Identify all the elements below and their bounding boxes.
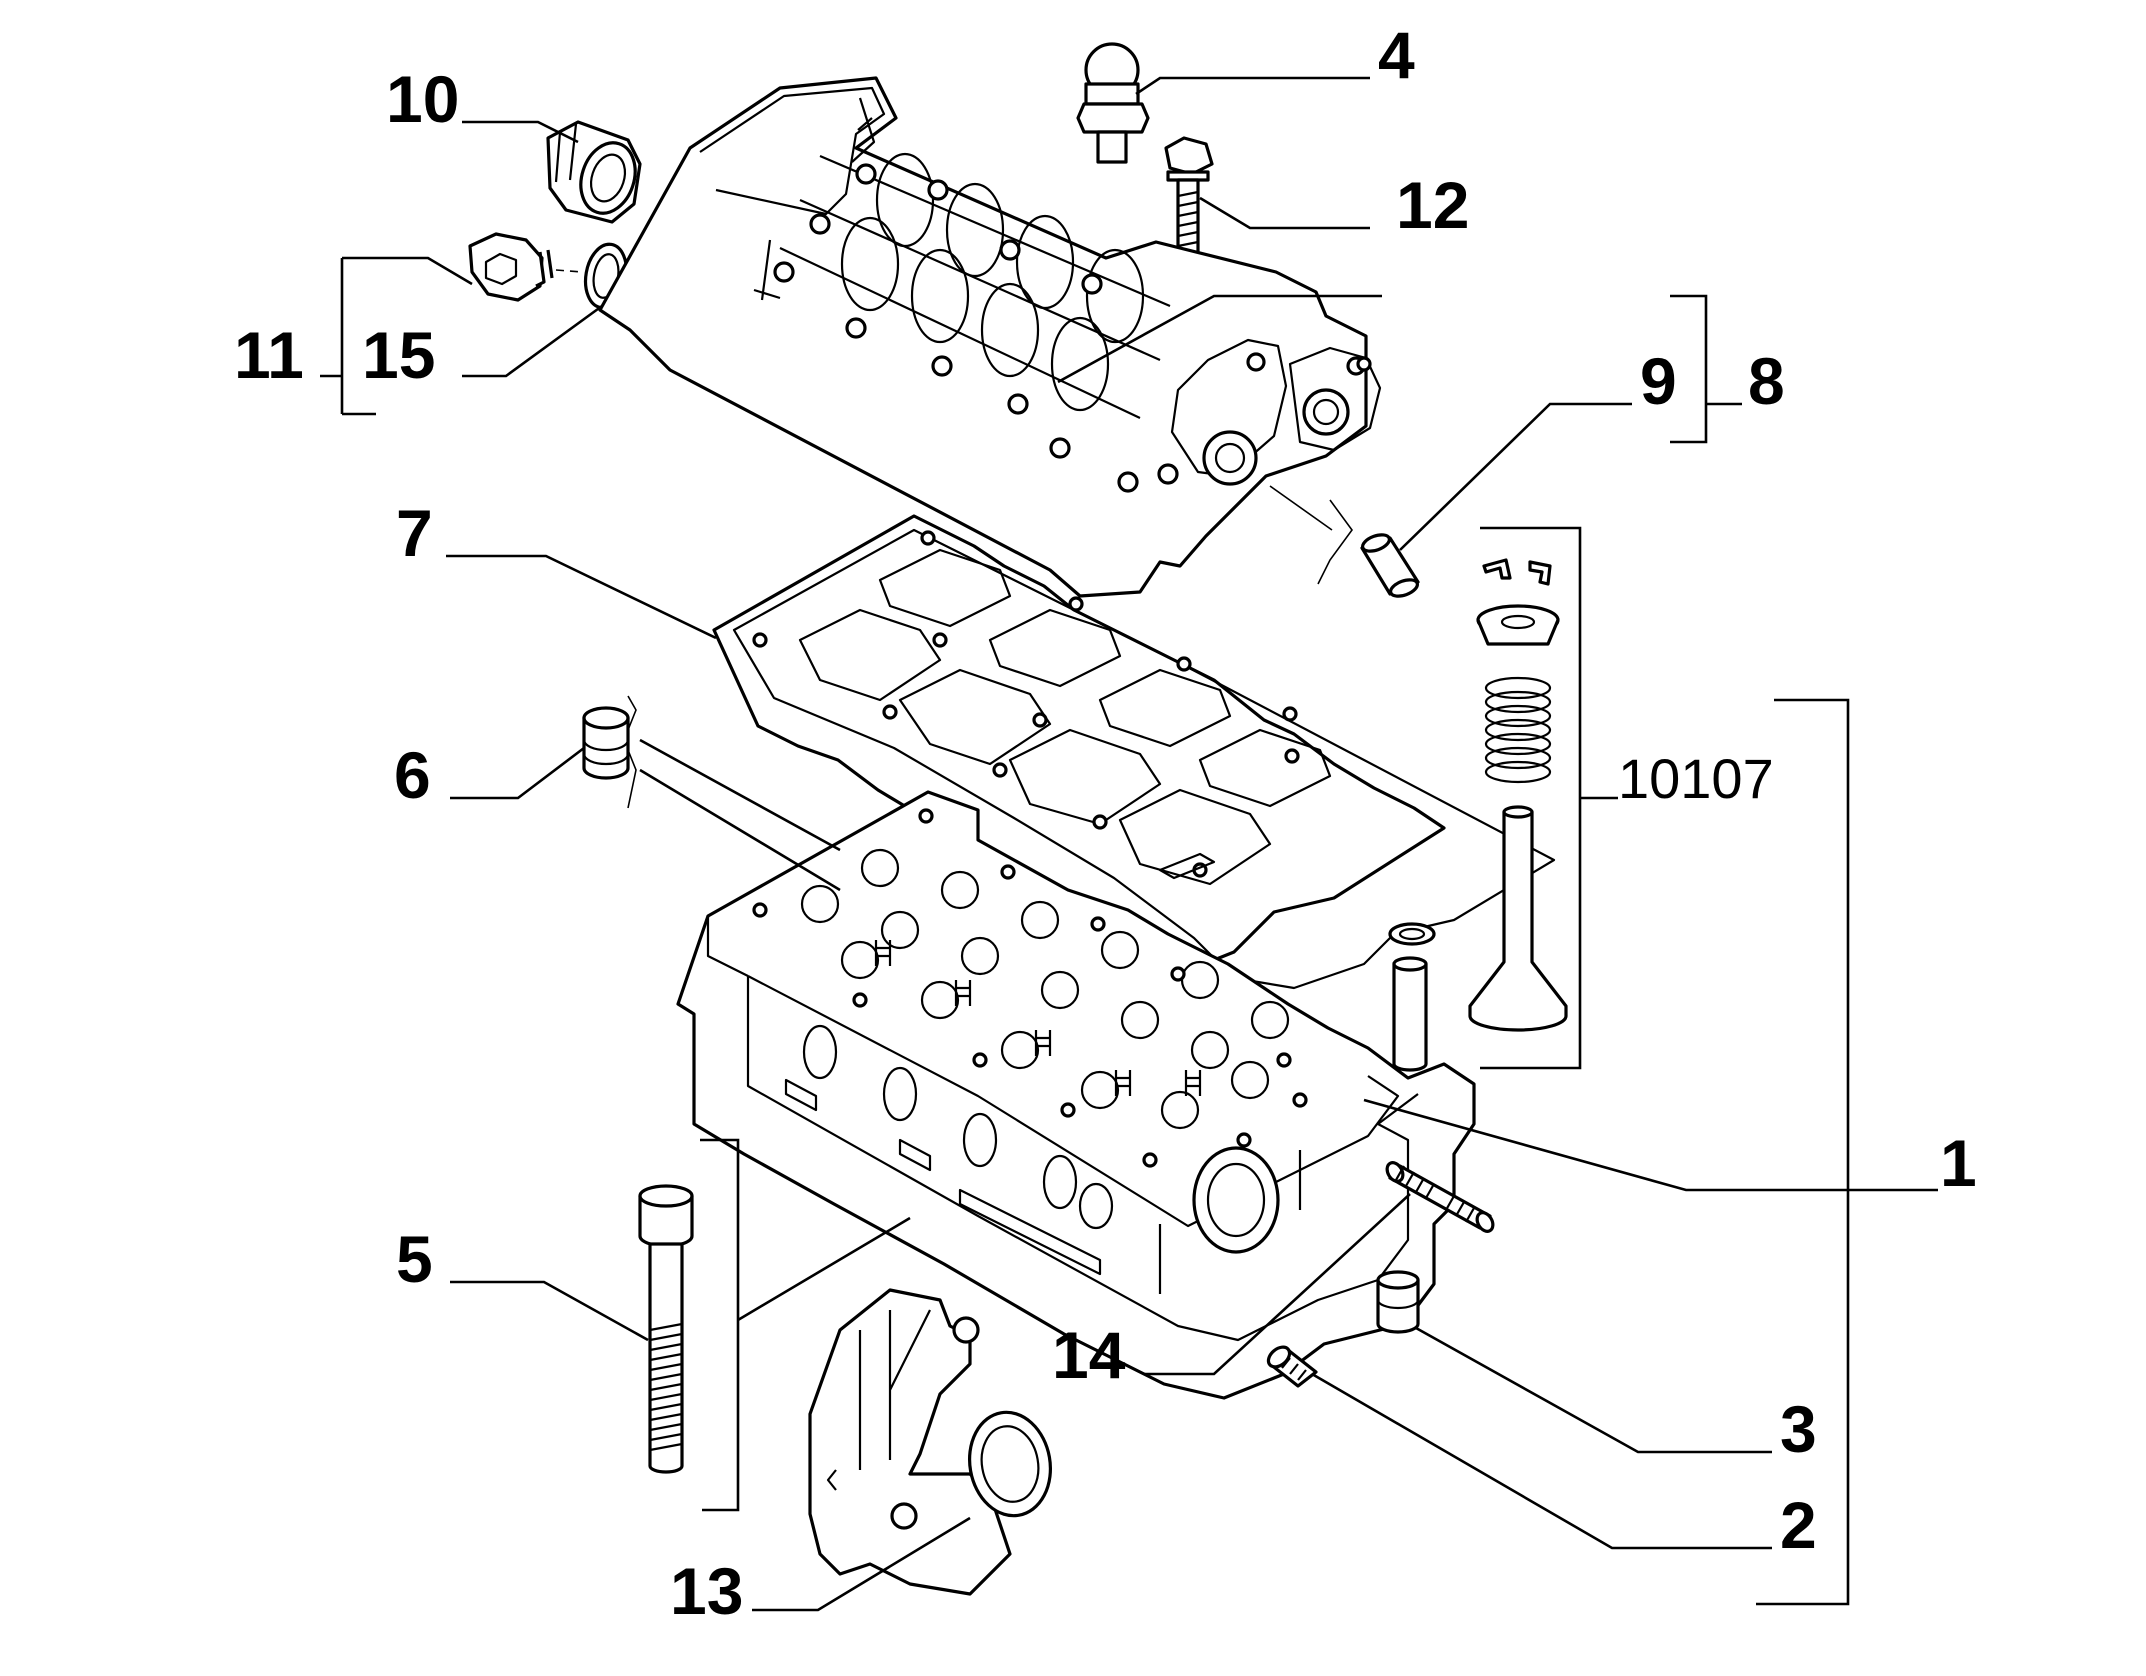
callout-9: 9 xyxy=(1640,344,1677,418)
part-13-water-outlet[interactable] xyxy=(808,1288,1058,1596)
callout-6: 6 xyxy=(394,738,431,812)
part-6-dowel[interactable] xyxy=(582,695,637,809)
part-10-plug[interactable] xyxy=(546,120,644,224)
callout-7: 7 xyxy=(396,496,433,570)
callout-15: 15 xyxy=(362,318,435,392)
callout-10107: 10107 xyxy=(1618,747,1774,810)
callout-2: 2 xyxy=(1780,1488,1817,1562)
callout-13: 13 xyxy=(670,1554,743,1628)
callout-3: 3 xyxy=(1780,1392,1817,1466)
callout-12: 12 xyxy=(1396,168,1469,242)
part-8-camshaft-carrier[interactable] xyxy=(598,76,1382,598)
part-14-stud[interactable] xyxy=(1384,1160,1496,1234)
part-5-head-bolt[interactable] xyxy=(638,1184,694,1474)
part-3-dowel[interactable] xyxy=(1376,1270,1420,1334)
part-4-sensor[interactable] xyxy=(1076,42,1150,164)
callout-1: 1 xyxy=(1940,1126,1977,1200)
callout-8: 8 xyxy=(1748,344,1785,418)
callout-labels: 10 11 15 4 12 9 8 7 6 10107 1 5 14 3 2 1… xyxy=(234,18,1977,1628)
callout-5: 5 xyxy=(396,1222,433,1296)
callout-14: 14 xyxy=(1052,1318,1126,1392)
part-1-cylinder-head[interactable] xyxy=(676,790,1476,1400)
callout-10: 10 xyxy=(386,62,459,136)
callout-4: 4 xyxy=(1378,18,1415,92)
part-12-bolt[interactable] xyxy=(1164,136,1214,258)
part-11-plug-screw[interactable] xyxy=(468,232,554,302)
part-2-threaded-plug[interactable] xyxy=(1265,1343,1318,1388)
part-7-gasket[interactable] xyxy=(712,514,1556,990)
leader-lines xyxy=(320,76,1938,1612)
valve-assembly[interactable] xyxy=(1388,558,1568,1072)
callout-11: 11 xyxy=(234,318,304,392)
part-9-dowel[interactable] xyxy=(1269,485,1420,599)
